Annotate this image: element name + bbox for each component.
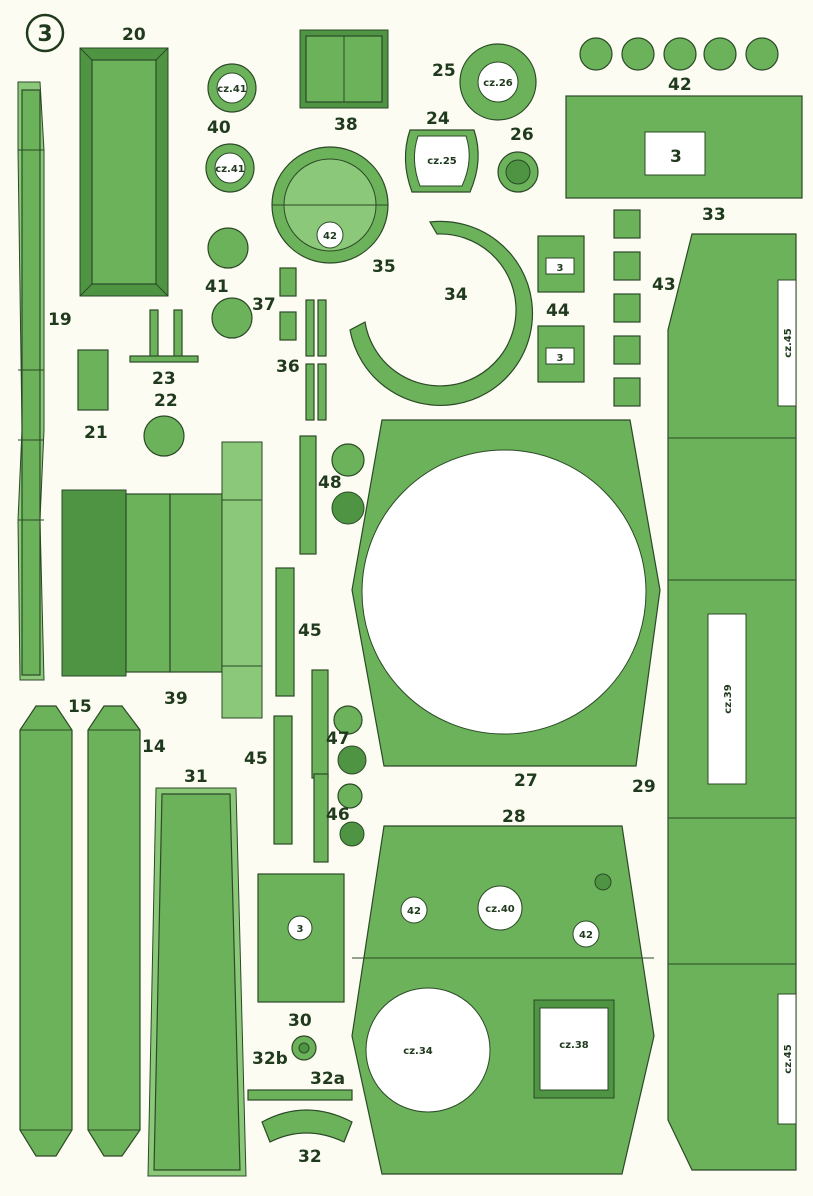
label-40: 40 xyxy=(207,118,231,138)
glue-cz25: cz.25 xyxy=(427,156,457,167)
part-39: 39 xyxy=(61,441,263,719)
label-3-on-44a: 3 xyxy=(557,263,564,274)
part-22: 22 xyxy=(143,391,185,457)
label-19: 19 xyxy=(48,310,72,330)
part-48: 48 xyxy=(299,435,365,555)
glue-cz39: cz.39 xyxy=(723,684,734,714)
part-20: 20 xyxy=(79,25,169,297)
part-26: 26 xyxy=(497,125,539,193)
label-20: 20 xyxy=(122,25,146,45)
label-31: 31 xyxy=(184,767,208,787)
label-37: 37 xyxy=(252,295,276,315)
part-44: 3 3 44 xyxy=(537,235,585,383)
label-32: 32 xyxy=(298,1147,322,1167)
part-14: 14 xyxy=(87,705,166,1157)
label-32b: 32b xyxy=(252,1049,288,1069)
label-33: 33 xyxy=(702,205,726,225)
part-46: 46 xyxy=(313,773,365,863)
label-32a: 32a xyxy=(310,1069,345,1089)
label-22: 22 xyxy=(154,391,178,411)
label-39: 39 xyxy=(164,689,188,709)
label-44: 44 xyxy=(546,301,570,321)
part-42-discs: 42 xyxy=(579,37,779,95)
part-25: cz.26 25 xyxy=(432,43,537,121)
part-24: cz.25 24 xyxy=(404,109,479,193)
part-33: 3 33 xyxy=(565,95,803,225)
part-31: 31 xyxy=(147,767,247,1177)
part-45-upper: 45 xyxy=(275,567,322,697)
label-30: 30 xyxy=(288,1011,312,1031)
glue-cz45-bottom: cz.45 xyxy=(783,1044,794,1074)
part-40-rings: cz.41 40 cz.41 xyxy=(205,63,257,193)
label-34: 34 xyxy=(444,285,468,305)
label-36: 36 xyxy=(276,357,300,377)
label-47: 47 xyxy=(326,729,350,749)
label-43: 43 xyxy=(652,275,676,295)
label-27: 27 xyxy=(514,771,538,791)
label-23: 23 xyxy=(152,369,176,389)
label-25: 25 xyxy=(432,61,456,81)
label-24: 24 xyxy=(426,109,450,129)
glue-cz40: cz.40 xyxy=(485,904,515,915)
label-21: 21 xyxy=(84,423,108,443)
part-23: 23 xyxy=(129,309,199,389)
part-21: 21 xyxy=(77,349,109,443)
glue-cz41-top: cz.41 xyxy=(217,84,247,95)
label-3-on-44b: 3 xyxy=(557,353,564,364)
part-19: 19 xyxy=(17,81,72,681)
label-28: 28 xyxy=(502,807,526,827)
label-29: 29 xyxy=(632,777,656,797)
part-47: 47 xyxy=(311,669,367,779)
label-15: 15 xyxy=(68,697,92,717)
label-3-on-30: 3 xyxy=(297,924,304,935)
label-46: 46 xyxy=(326,805,350,825)
part-43: 43 xyxy=(613,209,676,407)
part-38: 38 xyxy=(299,29,389,135)
part-35: 42 35 xyxy=(271,146,396,277)
glue-cz45-top: cz.45 xyxy=(783,328,794,358)
label-45-upper: 45 xyxy=(298,621,322,641)
label-48: 48 xyxy=(318,473,342,493)
glue-cz26: cz.26 xyxy=(483,78,513,89)
part-27: 27 xyxy=(351,419,661,791)
sheet-number: 3 xyxy=(37,22,52,47)
label-14: 14 xyxy=(142,737,166,757)
part-41-discs: 41 xyxy=(205,227,253,339)
label-42: 42 xyxy=(668,75,692,95)
label-42-on-28-left: 42 xyxy=(407,906,421,917)
glue-cz41-bottom: cz.41 xyxy=(215,164,245,175)
label-42-on-35: 42 xyxy=(323,231,337,242)
label-38: 38 xyxy=(334,115,358,135)
label-26: 26 xyxy=(510,125,534,145)
part-30: 3 30 xyxy=(257,873,345,1031)
part-28: 42 cz.40 42 cz.34 cz.38 28 xyxy=(351,807,655,1175)
part-45-lower: 45 xyxy=(244,715,293,845)
label-3-on-33: 3 xyxy=(670,147,682,167)
glue-cz38: cz.38 xyxy=(559,1040,589,1051)
part-34: 34 xyxy=(349,220,534,406)
sheet-number-badge: 3 xyxy=(25,13,65,53)
label-45-lower: 45 xyxy=(244,749,268,769)
part-15: 15 xyxy=(19,697,92,1157)
part-32-group: 32b 32a 32 xyxy=(247,1035,353,1167)
label-42-on-28-right: 42 xyxy=(579,930,593,941)
part-36-37: 37 36 xyxy=(252,267,327,421)
label-35: 35 xyxy=(372,257,396,277)
part-29: cz.45 cz.39 cz.45 29 xyxy=(632,233,797,1171)
glue-cz34: cz.34 xyxy=(403,1046,433,1057)
label-41: 41 xyxy=(205,277,229,297)
